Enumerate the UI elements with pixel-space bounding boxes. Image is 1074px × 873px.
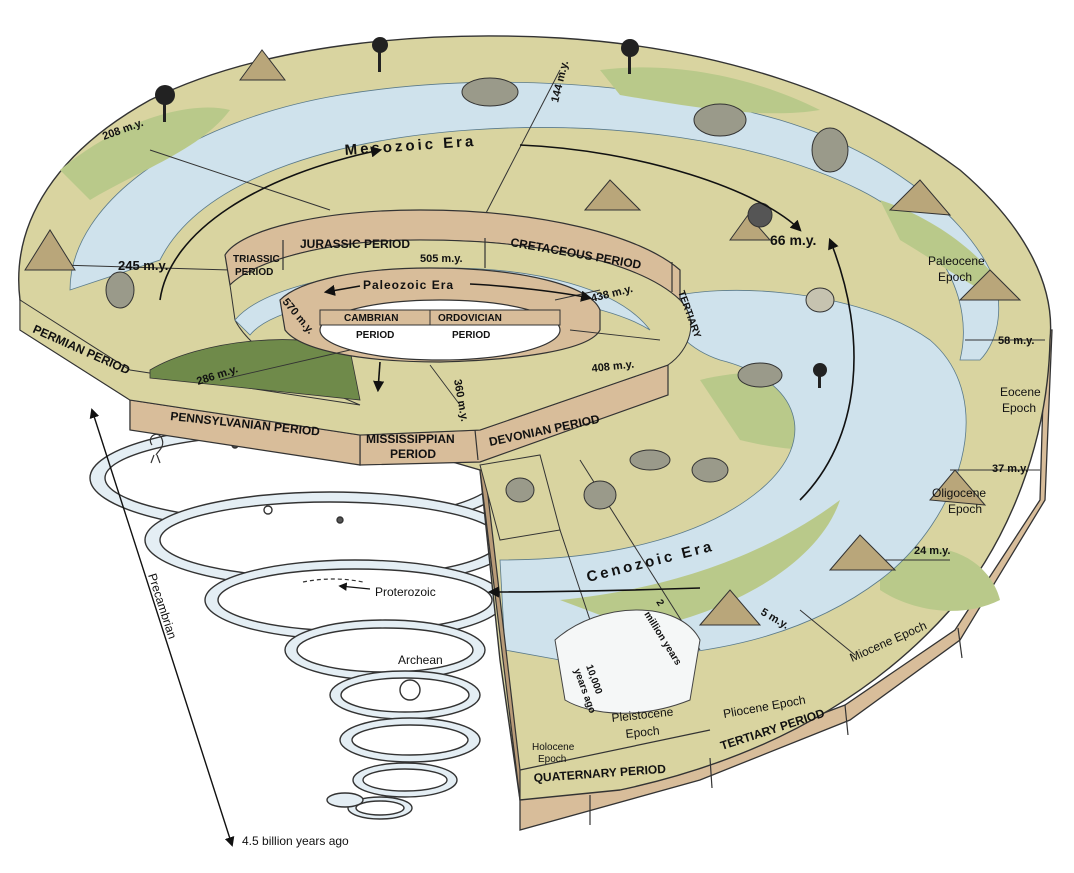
jurassic-label: JURASSIC PERIOD <box>300 237 410 251</box>
cambrian-label-1: CAMBRIAN <box>344 313 398 324</box>
date-37: 37 m.y. <box>992 463 1029 475</box>
mississippian-label-2: PERIOD <box>390 447 436 461</box>
mississippian-label-1: MISSISSIPPIAN <box>366 432 455 446</box>
eocene-label-2: Epoch <box>1002 401 1036 415</box>
proterozoic-label: Proterozoic <box>375 585 436 599</box>
date-408: 408 m.y. <box>591 359 635 375</box>
date-58: 58 m.y. <box>998 335 1035 347</box>
eocene-label-1: Eocene <box>1000 385 1041 399</box>
holocene-label-1: Holocene <box>532 742 575 753</box>
paleocene-label-1: Paleocene <box>928 254 985 268</box>
precambrian-arrow <box>89 408 235 847</box>
date-245: 245 m.y. <box>118 258 168 273</box>
paleozoic-era-label: Paleozoic Era <box>363 278 454 292</box>
paleocene-label-2: Epoch <box>938 270 972 284</box>
cambrian-label-2: PERIOD <box>356 330 394 341</box>
age-bottom-label: 4.5 billion years ago <box>242 834 349 848</box>
date-66: 66 m.y. <box>770 232 816 248</box>
triassic-label-1: TRIASSIC <box>233 254 280 265</box>
ordovician-label-1: ORDOVICIAN <box>438 313 502 324</box>
proterozoic-arrow <box>338 582 371 591</box>
oligocene-label-2: Epoch <box>948 502 982 516</box>
pleistocene-label-1: Pleistocene <box>611 705 674 725</box>
precambrian-coil <box>89 422 516 820</box>
pleistocene-label-2: Epoch <box>625 724 660 741</box>
era-arrows <box>159 144 855 598</box>
holocene-label-2: Epoch <box>538 754 566 765</box>
triassic-label-2: PERIOD <box>235 267 273 278</box>
date-24: 24 m.y. <box>914 545 951 557</box>
ordovician-label-2: PERIOD <box>452 330 490 341</box>
archean-label: Archean <box>398 653 443 667</box>
date-505: 505 m.y. <box>420 253 463 265</box>
oligocene-label-1: Oligocene <box>932 486 986 500</box>
date-2m-1: 2 <box>653 598 666 609</box>
